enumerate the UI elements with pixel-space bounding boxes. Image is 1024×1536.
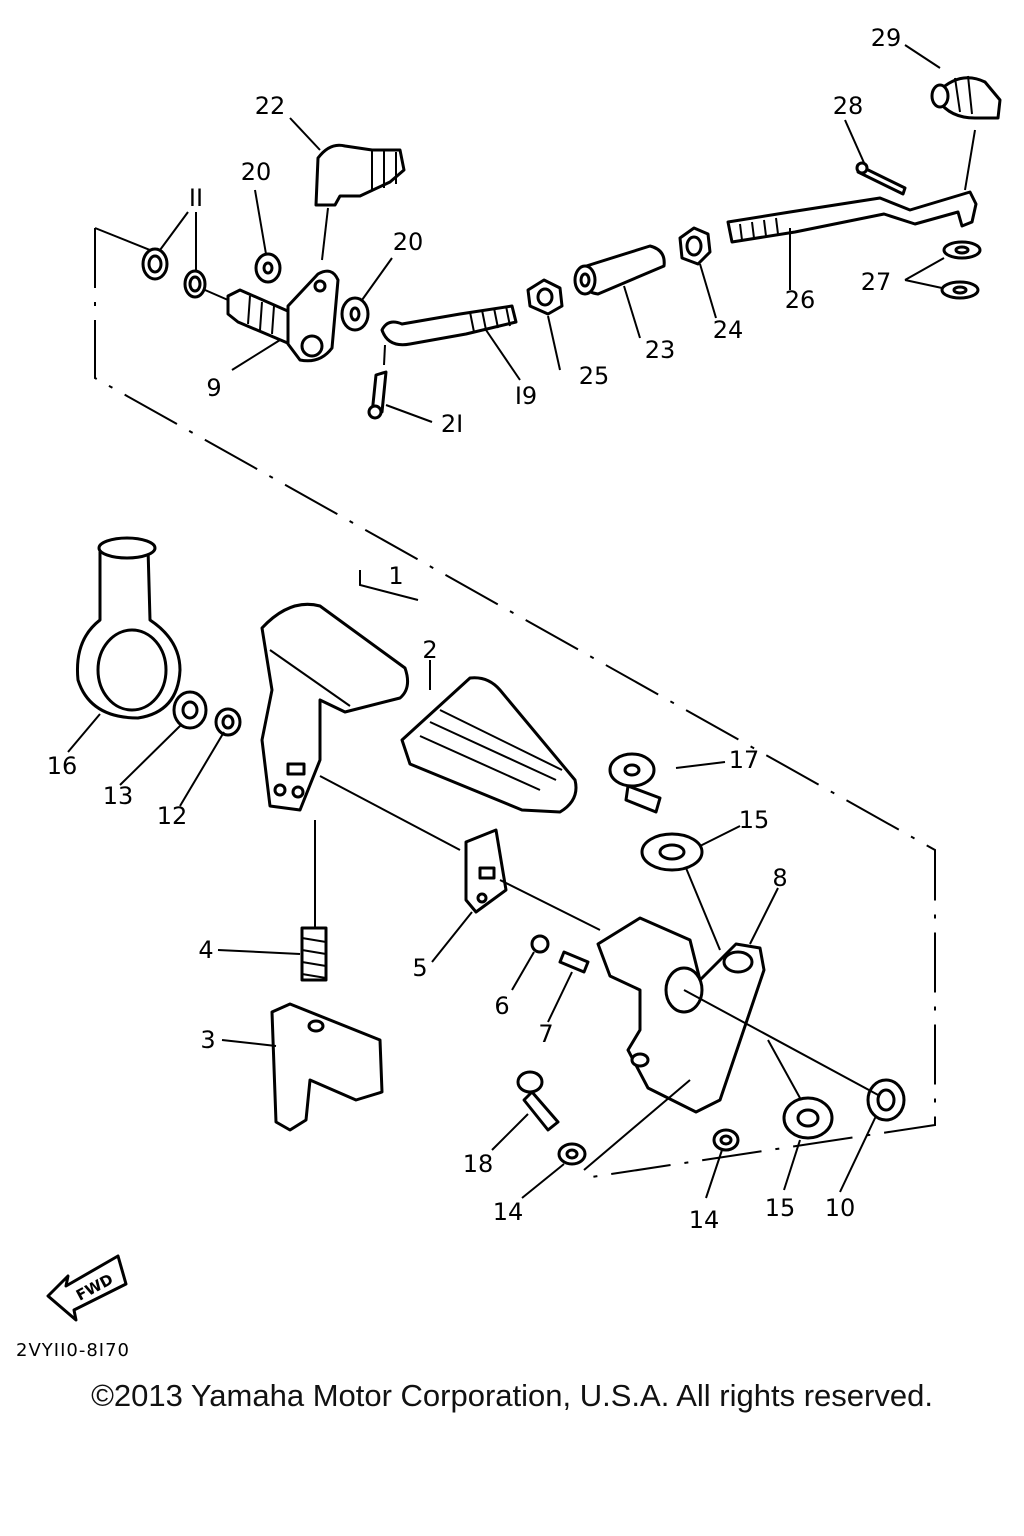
callout-11: II xyxy=(189,184,203,212)
callout-3: 3 xyxy=(200,1026,215,1054)
part-27-washers xyxy=(940,240,982,300)
callout-24: 24 xyxy=(713,316,744,344)
callout-20b: 20 xyxy=(393,228,424,256)
part-22-boot xyxy=(314,143,406,261)
part-17-bolt xyxy=(608,752,662,814)
part-28-cotter-pin xyxy=(855,161,907,196)
alignment-lines xyxy=(319,775,881,1171)
callout-15b: 15 xyxy=(765,1194,796,1222)
part-5-plate xyxy=(464,828,508,914)
callout-2: 2 xyxy=(422,636,437,664)
callout-21: 2I xyxy=(441,410,463,438)
callout-19: I9 xyxy=(515,382,537,410)
callout-5: 5 xyxy=(412,954,427,982)
callout-26: 26 xyxy=(785,286,816,314)
callout-6: 6 xyxy=(494,992,509,1020)
part-25-nut xyxy=(526,278,564,316)
part-18-bolt xyxy=(516,1070,560,1132)
callout-10: 10 xyxy=(825,1194,856,1222)
part-2-grip xyxy=(400,676,578,814)
part-19-rod xyxy=(380,304,518,366)
part-14-washers xyxy=(557,1128,740,1166)
callout-29: 29 xyxy=(871,24,902,52)
part-29-boot xyxy=(930,75,1002,120)
callout-14a: 14 xyxy=(493,1198,524,1226)
callout-18: 18 xyxy=(463,1150,494,1178)
callout-4: 4 xyxy=(198,936,213,964)
callout-15a: 15 xyxy=(739,806,770,834)
callout-25: 25 xyxy=(579,362,610,390)
callout-9: 9 xyxy=(206,374,221,402)
callout-8: 8 xyxy=(772,864,787,892)
part-15-washer-upper xyxy=(640,832,704,872)
drawing-code: 2VYII0-8I70 xyxy=(16,1340,130,1361)
fwd-arrow-icon: FWD xyxy=(46,1254,128,1322)
part-21-cotter-pin xyxy=(367,370,388,420)
callout-7: 7 xyxy=(538,1020,553,1048)
leader-lines xyxy=(67,44,945,1199)
callout-17: 17 xyxy=(729,746,760,774)
part-11-washers xyxy=(141,247,207,299)
callout-28: 28 xyxy=(833,92,864,120)
callout-20a: 20 xyxy=(241,158,272,186)
callout-12: 12 xyxy=(157,802,188,830)
part-1-shift-lever xyxy=(260,602,410,812)
part-13-bushing xyxy=(172,690,208,730)
callout-labels: 29 28 27 26 24 23 25 I9 2I 20 20 22 II 9… xyxy=(47,24,902,1234)
part-3-detent xyxy=(270,1002,384,1132)
callout-14b: 14 xyxy=(689,1206,720,1234)
part-9-shift-shaft xyxy=(204,269,340,363)
callout-13: 13 xyxy=(103,782,134,810)
callout-23: 23 xyxy=(645,336,676,364)
part-24-nut xyxy=(678,226,712,266)
part-6-ball xyxy=(530,934,550,954)
copyright-notice: ©2013 Yamaha Motor Corporation, U.S.A. A… xyxy=(91,1378,933,1413)
assembly-outline xyxy=(94,227,936,1179)
part-4-spring xyxy=(300,820,328,982)
part-8-bracket xyxy=(596,916,766,1114)
part-7-spring xyxy=(558,950,590,974)
part-10-washer xyxy=(866,1078,906,1122)
callout-16: 16 xyxy=(47,752,78,780)
part-15-washer-lower xyxy=(782,1096,834,1140)
callout-27: 27 xyxy=(861,268,892,296)
callout-22: 22 xyxy=(255,92,286,120)
callout-1: 1 xyxy=(388,562,403,590)
part-26-shift-rod xyxy=(726,129,978,244)
part-23-coupler xyxy=(573,244,666,296)
part-12-washer xyxy=(214,707,242,737)
part-20-washers xyxy=(254,252,370,332)
part-16-cover xyxy=(75,536,182,720)
